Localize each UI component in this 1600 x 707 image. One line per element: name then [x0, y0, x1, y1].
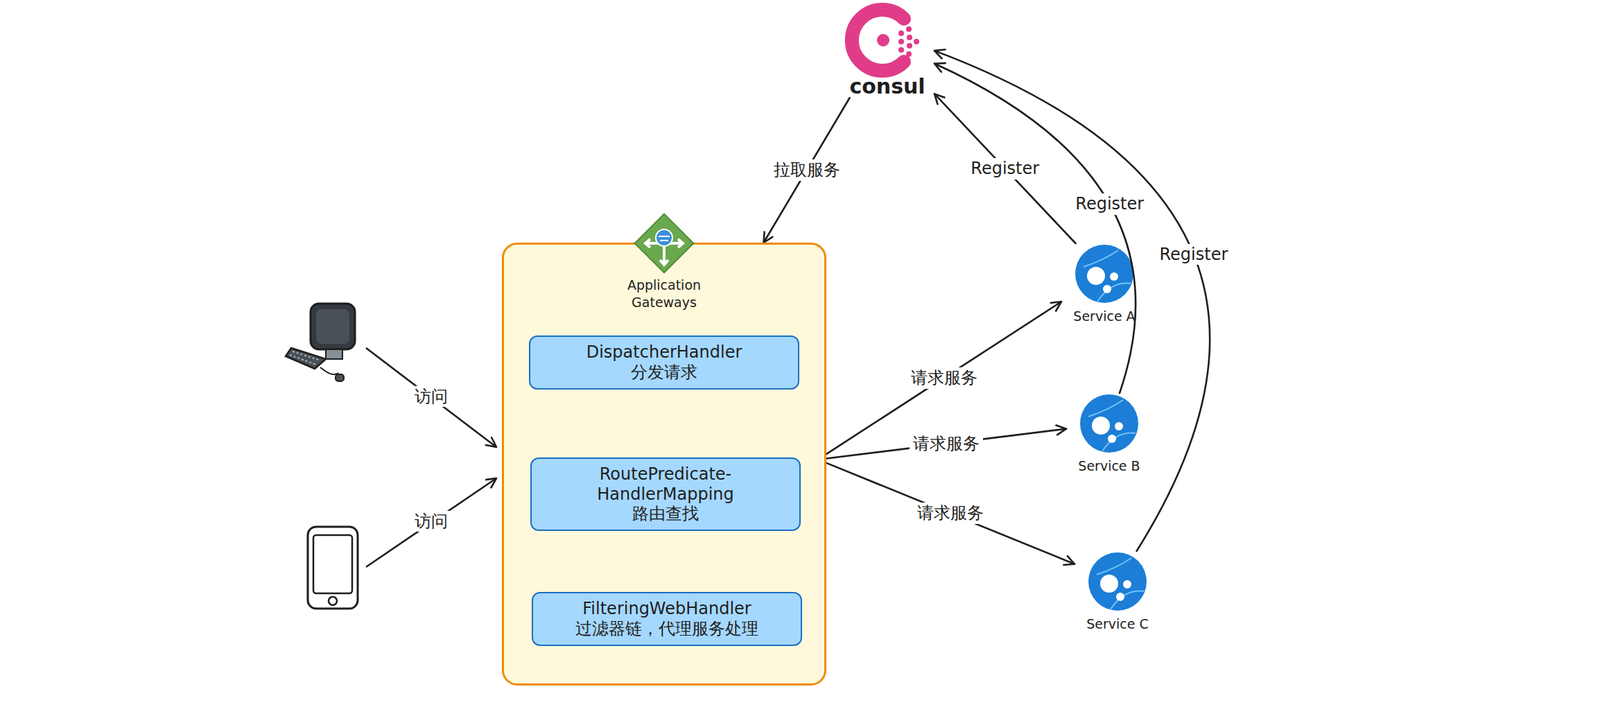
node-text: Service C [1074, 616, 1161, 633]
connector [934, 50, 1210, 552]
computer-icon [285, 303, 355, 382]
consul-logo [851, 9, 920, 71]
node-text: RoutePredicate- HandlerMapping [540, 464, 791, 505]
service-node: Service A [1061, 243, 1148, 325]
edge-label: Register [1155, 244, 1232, 266]
connector [934, 93, 1076, 244]
edge-label: 请求服务 [913, 502, 988, 525]
node-text: consul [840, 74, 935, 98]
service-node: Service C [1074, 551, 1161, 633]
connector [826, 463, 1075, 565]
service-node: Service B [1066, 393, 1153, 475]
consul-node: consul [840, 4, 935, 98]
connector [826, 301, 1062, 455]
connector [826, 429, 1067, 459]
node-text: Service B [1066, 458, 1153, 475]
service-icon [1075, 244, 1134, 303]
access-arrow [366, 478, 497, 568]
node-text: 路由查找 [540, 503, 791, 525]
process-box: DispatcherHandler分发请求 [528, 335, 800, 390]
edge-label: 请求服务 [907, 367, 981, 389]
node-text: Service A [1061, 308, 1148, 325]
service-icon [1088, 552, 1147, 611]
edge-label: 拉取服务 [770, 159, 844, 181]
connector [934, 63, 1136, 394]
service-icon [1080, 394, 1139, 453]
node-text: 过滤器链，代理服务处理 [541, 619, 793, 640]
gateway-container: Application GatewaysDispatcherHandler分发请… [501, 242, 827, 686]
process-box: FilteringWebHandler过滤器链，代理服务处理 [531, 592, 803, 647]
node-text: 分发请求 [538, 362, 790, 383]
access-arrow [366, 348, 497, 448]
process-box: RoutePredicate- HandlerMapping路由查找 [530, 457, 801, 532]
node-text: FilteringWebHandler [541, 598, 793, 620]
connector [763, 97, 850, 243]
edge-label: Register [1071, 193, 1148, 215]
gateway-icon [632, 211, 697, 276]
phone-icon [307, 526, 358, 609]
edge-label: Register [967, 158, 1043, 180]
edge-label: 请求服务 [909, 433, 984, 455]
node-text: Application Gateways [601, 276, 727, 311]
access-label: 访问 [411, 386, 452, 408]
access-label: 访问 [411, 510, 452, 533]
node-text: DispatcherHandler [538, 342, 790, 363]
